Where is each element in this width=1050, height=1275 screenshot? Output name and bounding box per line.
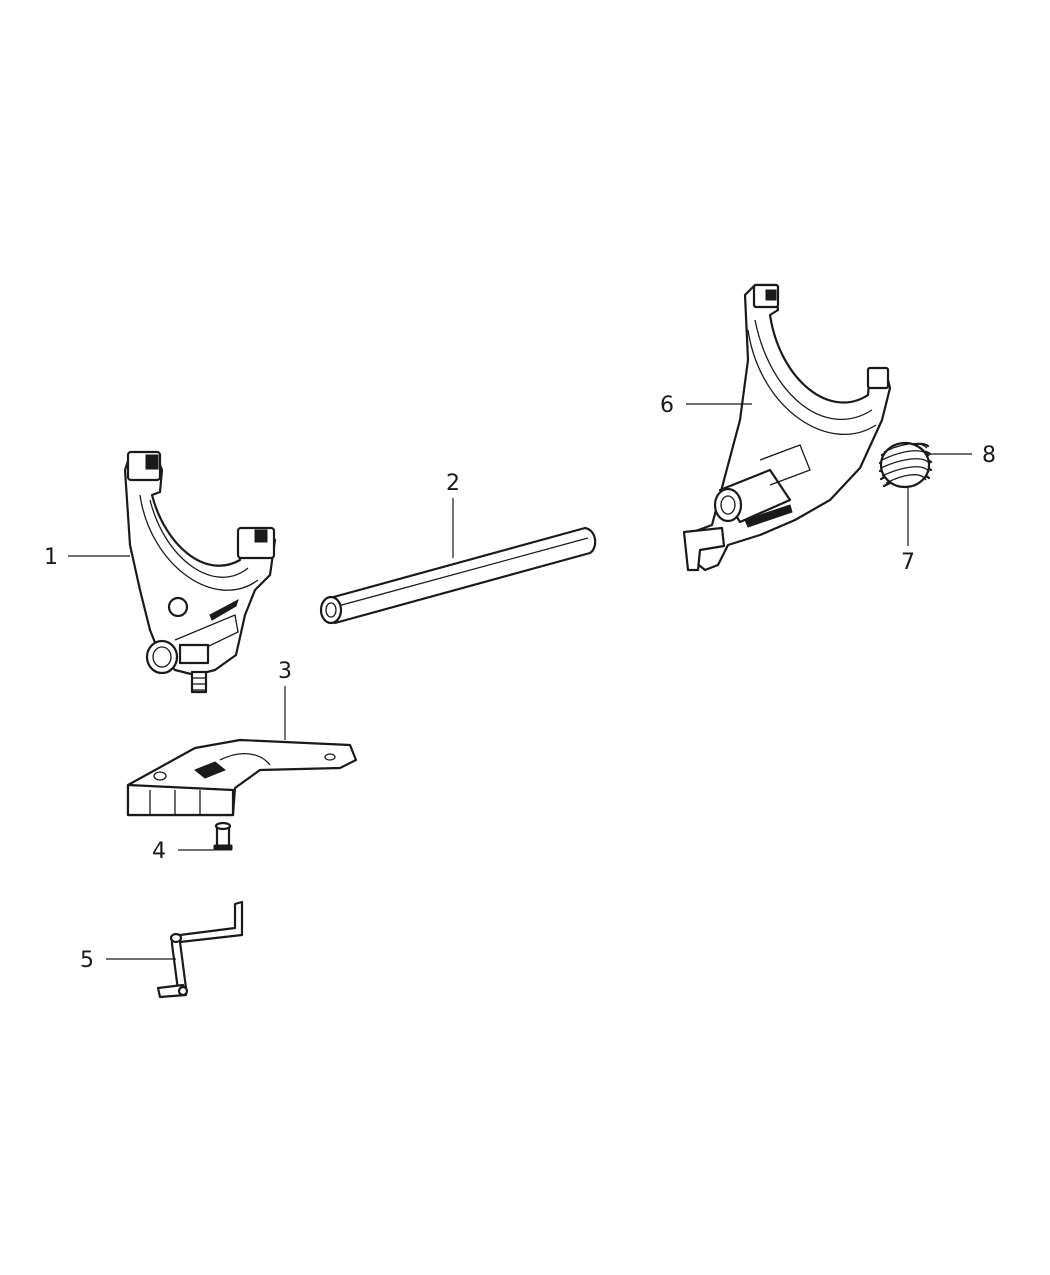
callout-2: 2 xyxy=(446,471,460,496)
part-5-bent-shaft xyxy=(156,900,244,999)
part-2-shift-rail xyxy=(319,526,597,625)
part-3-bracket-plate xyxy=(126,738,358,817)
callout-7: 7 xyxy=(901,550,915,575)
part-4-pin xyxy=(213,821,233,851)
callout-6: 6 xyxy=(660,393,674,418)
leader-lines xyxy=(68,403,972,960)
part-8-spring xyxy=(878,441,933,489)
callout-labels: 1 2 3 4 5 6 7 8 xyxy=(44,393,996,973)
callout-8: 8 xyxy=(982,443,996,468)
part-1-shift-fork xyxy=(123,450,277,694)
callout-3: 3 xyxy=(278,659,292,684)
callout-5: 5 xyxy=(80,948,94,973)
part-6-shift-fork xyxy=(682,283,892,572)
callout-1: 1 xyxy=(44,545,58,570)
callout-4: 4 xyxy=(152,839,166,864)
